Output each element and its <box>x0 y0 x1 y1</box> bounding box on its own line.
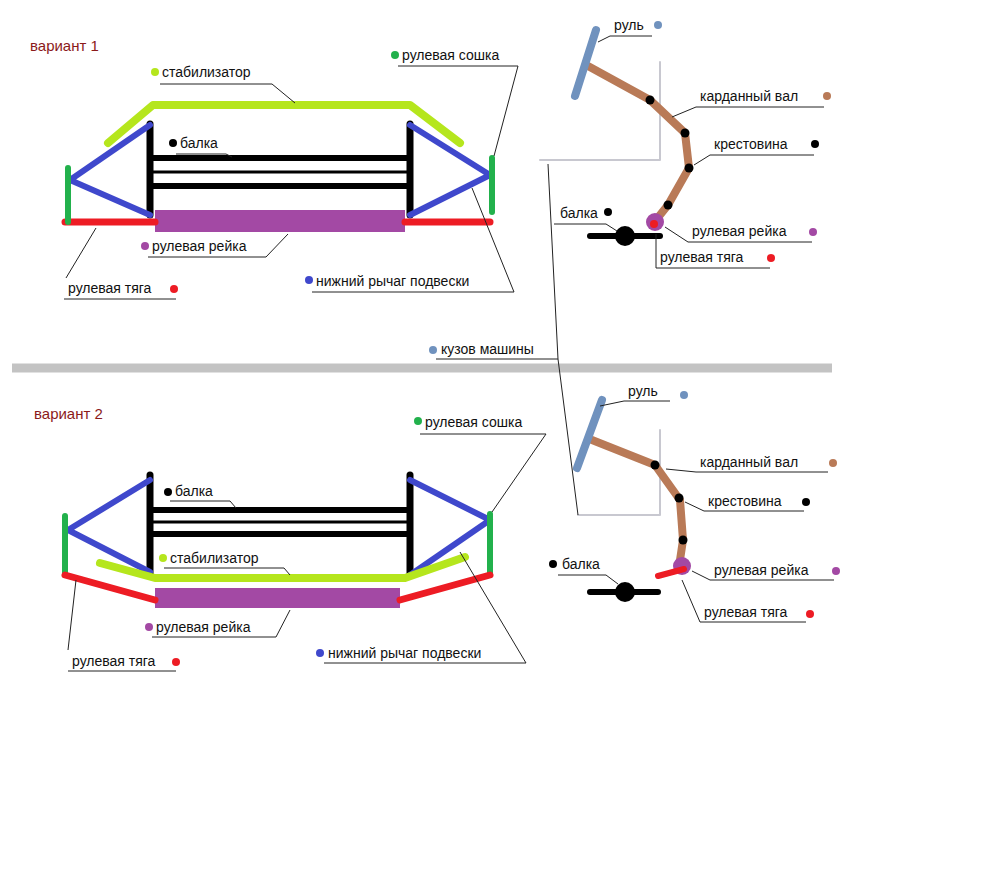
part-label: стабилизатор <box>170 550 259 566</box>
part-label: рулевая рейка <box>692 223 786 239</box>
leader-lines <box>64 36 834 671</box>
variant-title: вариант 2 <box>34 406 103 422</box>
part-label: нижний рычаг подвески <box>316 273 469 289</box>
part-label: рулевая тяга <box>704 604 787 620</box>
part-label: руль <box>614 17 644 33</box>
part-label: руль <box>628 383 658 399</box>
variant-2-drawing <box>65 475 490 608</box>
variant-title: вариант 1 <box>30 38 99 54</box>
part-label: рулевая рейка <box>152 238 246 254</box>
label-markers <box>141 21 840 666</box>
part-label: балка <box>562 556 600 572</box>
part-label: стабилизатор <box>162 64 251 80</box>
variant-1-drawing <box>65 105 492 232</box>
part-label: рулевая сошка <box>425 414 522 430</box>
part-label: балка <box>180 135 218 151</box>
divider <box>12 364 832 373</box>
part-label: карданный вал <box>700 88 798 104</box>
part-label: кузов машины <box>441 341 534 357</box>
part-label: балка <box>175 483 213 499</box>
variant-1-side-view <box>540 30 694 246</box>
part-label: рулевая рейка <box>156 619 250 635</box>
part-label: рулевая тяга <box>72 653 155 669</box>
part-label: рулевая рейка <box>714 562 808 578</box>
part-label: крестовина <box>714 136 788 152</box>
part-label: крестовина <box>708 493 782 509</box>
part-label: рулевая сошка <box>402 47 499 63</box>
part-label: рулевая тяга <box>660 249 743 265</box>
part-label: балка <box>560 205 598 221</box>
part-label: нижний рычаг подвески <box>328 645 481 661</box>
part-label: рулевая тяга <box>68 280 151 296</box>
part-label: карданный вал <box>700 454 798 470</box>
